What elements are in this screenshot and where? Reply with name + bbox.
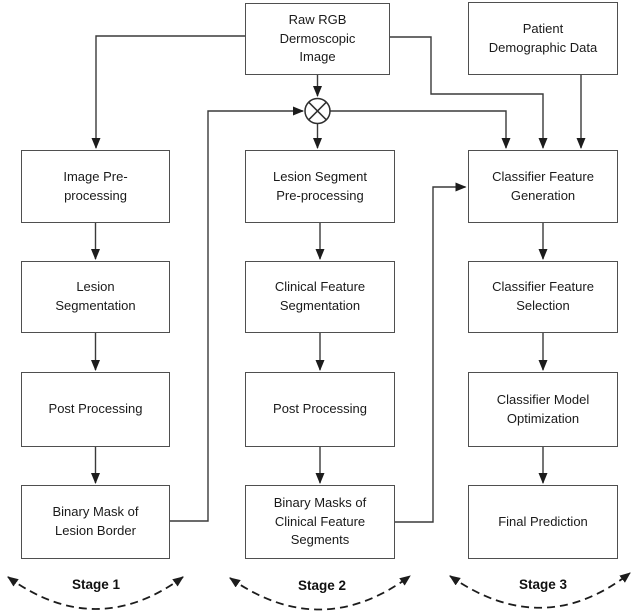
node-image-preprocessing: Image Pre- processing <box>21 150 170 223</box>
node-lesion-segment-preprocessing: Lesion Segment Pre-processing <box>245 150 395 223</box>
node-classifier-model-optimization: Classifier Model Optimization <box>468 372 618 447</box>
node-label: Classifier Model Optimization <box>496 391 590 426</box>
node-label: Lesion Segmentation <box>55 279 136 313</box>
arrow-rawrgb-to-image-preprocessing <box>91 35 245 149</box>
node-classifier-feature-selection: Classifier Feature Selection <box>468 261 618 333</box>
node-label: Image Pre- processing <box>63 168 128 203</box>
stage3-brace-arc <box>449 572 631 609</box>
fusion-operator-icon <box>304 97 331 125</box>
node-classifier-feature-generation: Classifier Feature Generation <box>468 150 618 223</box>
node-label: Final Prediction <box>498 513 588 529</box>
node-post-processing-stage2: Post Processing <box>245 372 395 447</box>
node-label: Classifier Feature Selection <box>492 279 594 313</box>
node-label: Raw RGB Dermoscopic Image <box>279 11 356 65</box>
node-label: Clinical Feature Segmentation <box>274 279 366 313</box>
node-final-prediction: Final Prediction <box>468 485 618 559</box>
stage2-brace-arc <box>229 575 411 611</box>
stage1-brace-arc <box>7 576 184 610</box>
stage1-label: Stage 1 <box>71 577 121 592</box>
stage2-label: Stage 2 <box>297 578 347 593</box>
node-lesion-segmentation: Lesion Segmentation <box>21 261 170 333</box>
node-raw-rgb-dermoscopic-image: Raw RGB Dermoscopic Image <box>245 3 390 75</box>
node-label: Classifier Feature Generation <box>492 168 594 203</box>
arrow-rawrgb-to-classifier-feature-generation <box>390 36 548 149</box>
stage3-label: Stage 3 <box>518 577 568 592</box>
node-clinical-feature-segmentation: Clinical Feature Segmentation <box>245 261 395 333</box>
node-label: Binary Mask of Lesion Border <box>52 504 139 538</box>
arrow-binary-masks-to-classifier-feature-generation <box>394 182 467 523</box>
node-label: Binary Masks of Clinical Feature Segment… <box>273 494 367 548</box>
node-label: Post Processing <box>273 401 367 417</box>
node-label: Patient Demographic Data <box>488 20 598 55</box>
node-post-processing-stage1: Post Processing <box>21 372 170 447</box>
arrow-binary-mask-to-fusion-junction <box>170 106 304 522</box>
node-binary-masks-of-clinical-feature-segments: Binary Masks of Clinical Feature Segment… <box>245 485 395 559</box>
node-label: Post Processing <box>48 401 143 417</box>
arrow-junction-to-classifier-feature-generation <box>330 110 511 149</box>
node-patient-demographic-data: Patient Demographic Data <box>468 2 618 75</box>
node-binary-mask-of-lesion-border: Binary Mask of Lesion Border <box>21 485 170 559</box>
node-label: Lesion Segment Pre-processing <box>273 168 367 203</box>
